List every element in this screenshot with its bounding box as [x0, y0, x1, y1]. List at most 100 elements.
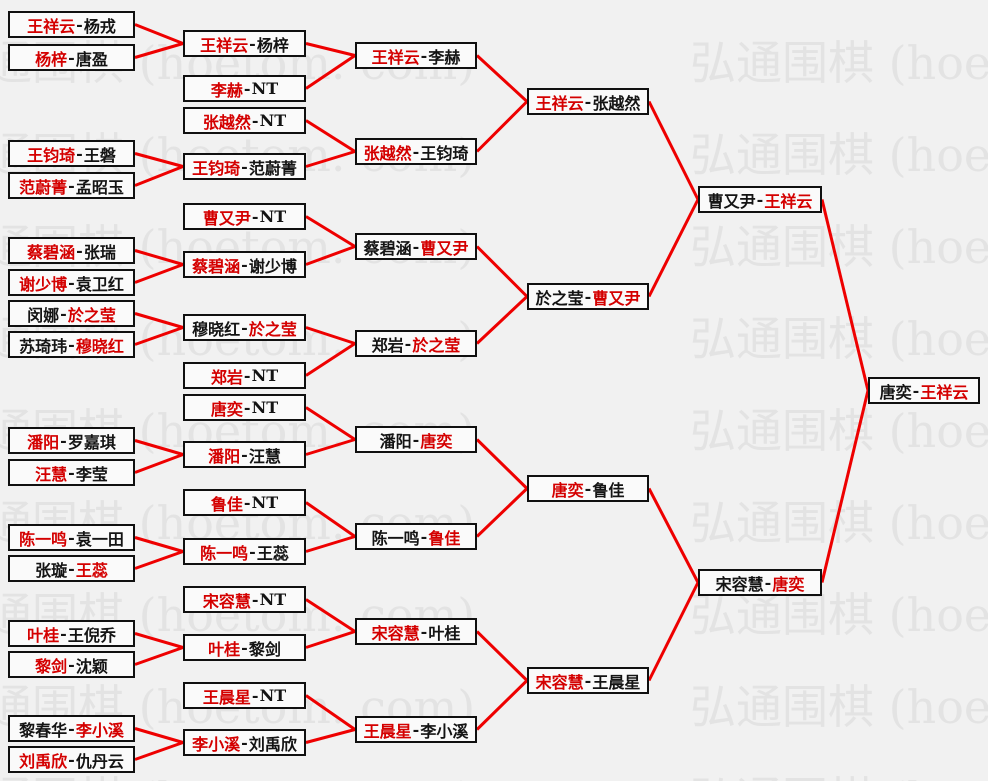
round-1-match-3[interactable]: 王钧琦-王磐: [8, 140, 135, 167]
vs-dash: -: [251, 207, 259, 226]
player1-name: 叶桂: [27, 625, 60, 645]
round-1-match-11[interactable]: 陈一鸣-袁一田: [8, 524, 135, 551]
player1-name: 李小溪: [192, 734, 241, 754]
player2-name: 唐盈: [75, 49, 108, 69]
player2-name: 於之莹: [67, 305, 116, 325]
player1-name: 李赫: [210, 80, 243, 100]
watermark-text: 弘通围棋 (hoetom. com): [690, 776, 988, 781]
player1-name: 叶桂: [208, 639, 241, 659]
round-3-match-1[interactable]: 王祥云-李赫: [355, 42, 477, 69]
round-3-match-7[interactable]: 宋容慧-叶桂: [355, 618, 477, 645]
vs-dash: -: [764, 573, 772, 592]
semifinal-match-1[interactable]: 曹又尹-王祥云: [698, 186, 822, 213]
connector-line: [305, 245, 356, 266]
quarterfinal-match-3[interactable]: 唐奕-鲁佳: [527, 475, 649, 502]
player2-name: 唐奕: [772, 574, 805, 594]
round-1-match-15[interactable]: 黎春华-李小溪: [8, 715, 135, 742]
round-3-match-4[interactable]: 郑岩-於之莹: [355, 330, 477, 357]
connector-line: [134, 42, 184, 59]
round-1-match-12[interactable]: 张璇-王蕊: [8, 555, 135, 582]
round-3-match-6[interactable]: 陈一鸣-鲁佳: [355, 523, 477, 550]
vs-dash: -: [251, 686, 259, 705]
round-2-match-10[interactable]: 潘阳-汪慧: [183, 441, 306, 468]
connector-line: [475, 100, 529, 153]
round-2-match-3[interactable]: 张越然-NT: [183, 107, 306, 134]
player1-name: 陈一鸣: [19, 529, 68, 549]
round-1-match-1[interactable]: 王祥云-杨戎: [8, 11, 135, 38]
round-1-match-7[interactable]: 闵娜-於之莹: [8, 300, 135, 327]
round-2-match-9[interactable]: 唐奕-NT: [183, 394, 306, 421]
vs-dash: -: [584, 92, 592, 111]
round-1-match-16[interactable]: 刘禹欣-仇丹云: [8, 746, 135, 773]
round-1-match-4[interactable]: 范蔚菁-孟昭玉: [8, 172, 135, 199]
player2-name: NT: [251, 366, 279, 385]
final-match-1[interactable]: 唐奕-王祥云: [868, 377, 980, 404]
player2-name: 叶桂: [428, 623, 461, 643]
player1-name: 王钧琦: [27, 145, 76, 165]
connector-line: [475, 438, 529, 490]
connector-line: [305, 119, 356, 153]
connector-line: [305, 406, 356, 441]
player1-name: 王晨星: [363, 721, 412, 741]
player1-name: 宋容慧: [715, 574, 764, 594]
semifinal-match-2[interactable]: 宋容慧-唐奕: [698, 569, 822, 596]
round-3-match-8[interactable]: 王晨星-李小溪: [355, 716, 477, 743]
round-1-match-2[interactable]: 杨梓-唐盈: [8, 44, 135, 71]
connector-line: [134, 263, 184, 284]
connector-line: [134, 312, 184, 329]
connector-line: [134, 550, 184, 570]
round-1-match-14[interactable]: 黎剑-沈颖: [8, 651, 135, 678]
player1-name: 陈一鸣: [371, 528, 420, 548]
vs-dash: -: [584, 479, 592, 498]
vs-dash: -: [412, 237, 420, 256]
vs-dash: -: [912, 381, 920, 400]
watermark-text: 弘通围棋 (hoetom. com): [690, 128, 988, 182]
round-1-match-10[interactable]: 汪慧-李莹: [8, 459, 135, 486]
vs-dash: -: [241, 733, 248, 752]
connector-line: [134, 632, 184, 649]
round-1-match-5[interactable]: 蔡碧涵-张瑞: [8, 237, 135, 264]
vs-dash: -: [404, 334, 412, 353]
round-2-match-4[interactable]: 王钧琦-范蔚菁: [183, 153, 306, 180]
round-2-match-1[interactable]: 王祥云-杨梓: [183, 30, 306, 57]
quarterfinal-match-2[interactable]: 於之莹-曹又尹: [527, 283, 649, 310]
watermark-text: 弘通围棋 (hoetom. com): [690, 588, 988, 642]
round-2-match-14[interactable]: 叶桂-黎剑: [183, 634, 306, 661]
round-2-match-5[interactable]: 曹又尹-NT: [183, 203, 306, 230]
vs-dash: -: [243, 493, 251, 512]
round-1-match-9[interactable]: 潘阳-罗嘉琪: [8, 427, 135, 454]
player2-name: NT: [259, 111, 287, 130]
vs-dash: -: [68, 559, 75, 578]
player1-name: 王钧琦: [192, 158, 241, 178]
round-1-match-6[interactable]: 谢少博-袁卫红: [8, 269, 135, 296]
round-2-match-11[interactable]: 鲁佳-NT: [183, 489, 306, 516]
round-2-match-8[interactable]: 郑岩-NT: [183, 362, 306, 389]
round-2-match-2[interactable]: 李赫-NT: [183, 75, 306, 102]
connector-line: [305, 598, 356, 633]
round-1-match-8[interactable]: 苏琦玮-穆晓红: [8, 331, 135, 358]
player1-name: 蔡碧涵: [27, 242, 76, 262]
player2-name: 范蔚菁: [248, 158, 297, 178]
quarterfinal-match-4[interactable]: 宋容慧-王晨星: [527, 667, 649, 694]
round-2-match-15[interactable]: 王晨星-NT: [183, 682, 306, 709]
round-3-match-3[interactable]: 蔡碧涵-曹又尹: [355, 233, 477, 260]
round-2-match-6[interactable]: 蔡碧涵-谢少博: [183, 251, 306, 278]
player1-name: 曹又尹: [707, 191, 756, 211]
quarterfinal-match-1[interactable]: 王祥云-张越然: [527, 88, 649, 115]
round-3-match-2[interactable]: 张越然-王钧琦: [355, 138, 477, 165]
player2-name: 王磐: [83, 145, 116, 165]
vs-dash: -: [412, 430, 420, 449]
round-2-match-7[interactable]: 穆晓红-於之莹: [183, 314, 306, 341]
round-1-match-13[interactable]: 叶桂-王倪乔: [8, 620, 135, 647]
watermark-text: 弘通围棋 (hoetom. com): [690, 220, 988, 274]
connector-line: [305, 501, 356, 538]
connector-line: [134, 165, 184, 187]
vs-dash: -: [584, 287, 592, 306]
round-2-match-16[interactable]: 李小溪-刘禹欣: [183, 729, 306, 756]
round-2-match-13[interactable]: 宋容慧-NT: [183, 586, 306, 613]
round-3-match-5[interactable]: 潘阳-唐奕: [355, 426, 477, 453]
round-2-match-12[interactable]: 陈一鸣-王蕊: [183, 538, 306, 565]
connector-line: [475, 679, 529, 731]
player1-name: 杨梓: [35, 49, 68, 69]
